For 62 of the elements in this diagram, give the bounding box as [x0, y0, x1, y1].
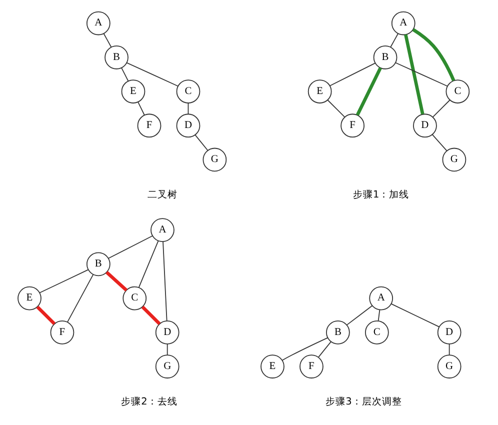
node-circle: D — [436, 320, 461, 344]
connector — [432, 99, 450, 118]
connector — [102, 32, 112, 47]
connector — [326, 99, 345, 118]
node-circle: B — [326, 320, 350, 344]
node-circle: F — [299, 354, 323, 378]
node-circle: B — [86, 252, 110, 276]
connector — [346, 304, 372, 325]
node-circle: C — [364, 320, 388, 344]
connector — [162, 240, 167, 321]
node-circle: E — [17, 286, 41, 310]
node-circle: D — [412, 113, 436, 138]
connector — [404, 34, 424, 114]
connector — [431, 134, 447, 151]
node-circle: C — [445, 79, 470, 103]
node-circle: F — [340, 113, 364, 138]
node-circle: G — [436, 354, 461, 378]
connector — [377, 308, 380, 321]
connector — [318, 340, 331, 358]
connector — [355, 66, 382, 116]
node-circle: G — [154, 354, 179, 378]
connector — [281, 336, 328, 360]
node-circle: E — [307, 79, 332, 103]
node-circle: D — [176, 113, 200, 138]
connector — [137, 101, 144, 116]
node-circle: E — [260, 354, 284, 378]
node-circle: E — [120, 79, 145, 103]
connector — [187, 102, 188, 114]
connector — [448, 343, 450, 355]
node-circle: C — [122, 286, 146, 310]
node-circle: A — [368, 286, 393, 310]
label: 步骤1：加线 — [352, 188, 409, 200]
connector — [194, 134, 208, 150]
node-circle: F — [50, 320, 74, 344]
connector — [107, 234, 152, 258]
node-circle: C — [176, 79, 200, 103]
connector — [390, 303, 440, 327]
node-circle: A — [150, 218, 174, 242]
label: 二叉树 — [146, 188, 177, 200]
node-circle: G — [202, 147, 226, 172]
connector — [36, 305, 56, 325]
label: 步骤3：层次调整 — [325, 396, 402, 407]
connector — [138, 240, 158, 288]
connector — [390, 32, 398, 47]
connector — [120, 66, 128, 81]
connector — [166, 343, 168, 355]
label: 步骤2：去线 — [120, 396, 177, 407]
connector — [394, 62, 448, 86]
node-circle: G — [442, 147, 466, 172]
node-circle: B — [372, 44, 397, 69]
connector — [66, 274, 94, 322]
node-circle: A — [390, 10, 415, 35]
connector — [38, 268, 88, 293]
connector — [105, 270, 128, 291]
node-circle: B — [104, 44, 128, 69]
connector — [412, 28, 455, 81]
connector — [329, 62, 375, 86]
node-circle: F — [136, 113, 161, 138]
connector — [140, 305, 160, 325]
node-circle: A — [86, 10, 110, 35]
node-circle: D — [154, 320, 179, 344]
connector — [126, 62, 178, 86]
